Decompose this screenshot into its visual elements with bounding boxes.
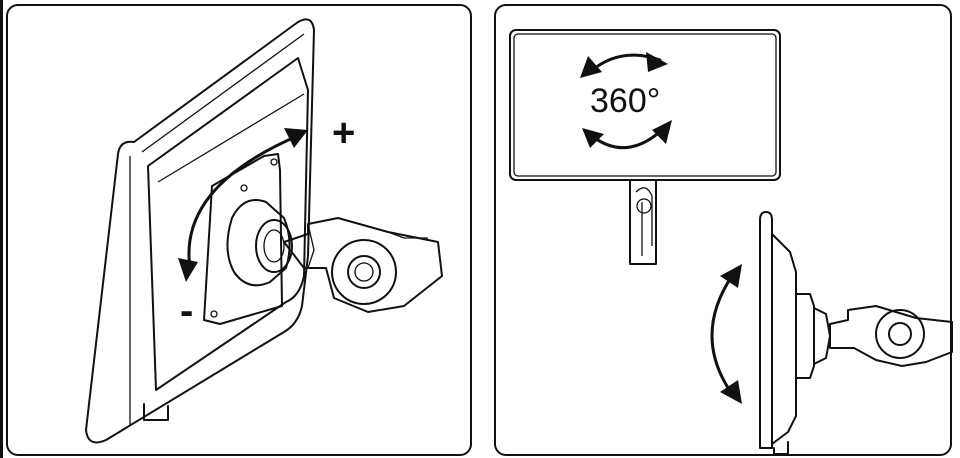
arm-joint bbox=[331, 239, 397, 305]
rotation-arrow-icon bbox=[582, 128, 604, 148]
swivel-arc bbox=[710, 274, 734, 396]
side-arm-joint-bolt bbox=[888, 322, 912, 346]
arm-joint-bolt-inner bbox=[354, 262, 374, 282]
mount-pole-detail bbox=[635, 187, 653, 256]
pole-knob bbox=[636, 198, 652, 214]
tilt-illustration-panel: + - bbox=[6, 4, 472, 456]
tilt-arc bbox=[187, 132, 304, 270]
monitor-side-foot bbox=[773, 441, 789, 455]
plate-screw-hole bbox=[240, 184, 248, 192]
tilt-arrow-down-icon bbox=[178, 258, 198, 282]
mount-pole-front bbox=[629, 179, 657, 265]
tilt-arrow-up-icon bbox=[284, 128, 308, 148]
rotation-label: 360° bbox=[590, 82, 660, 120]
plate-screw-hole bbox=[210, 310, 218, 318]
rotation-arrow-icon bbox=[652, 120, 672, 144]
monitor-bezel-line bbox=[129, 33, 305, 426]
tilt-minus-label: - bbox=[180, 289, 193, 333]
monitor-back-housing bbox=[147, 57, 309, 391]
monitor-foot bbox=[143, 403, 169, 421]
rotation-illustration: 360° bbox=[509, 29, 953, 455]
monitor-front-view bbox=[509, 29, 781, 181]
tilt-plus-label: + bbox=[332, 111, 355, 155]
arm-detail-line bbox=[307, 223, 428, 269]
side-arm-joint bbox=[875, 309, 925, 359]
tilt-illustration: + - bbox=[85, 18, 443, 444]
swivel-arrow-up-icon bbox=[720, 264, 742, 288]
rotation-arrow-icon bbox=[646, 52, 668, 72]
plate-screw-hole bbox=[270, 158, 278, 166]
vesa-mount-plate bbox=[203, 153, 283, 325]
monitor-back-inner-line bbox=[157, 93, 305, 183]
rotation-arc-bottom bbox=[590, 128, 664, 150]
monitor-front-bezel bbox=[513, 33, 777, 177]
side-mount-arm bbox=[829, 305, 953, 367]
monitor-side-profile bbox=[85, 18, 315, 444]
page-left-edge bbox=[0, 0, 3, 458]
rotation-arrow-icon bbox=[580, 56, 602, 78]
side-mount-hub bbox=[795, 293, 815, 379]
tilt-knob bbox=[226, 199, 291, 287]
knob-cap-inner bbox=[263, 229, 285, 263]
rotation-illustration-panel: 360° bbox=[494, 4, 953, 456]
swivel-arrow-down-icon bbox=[720, 380, 742, 404]
arm-joint-bolt bbox=[347, 255, 381, 289]
monitor-side-back bbox=[771, 233, 797, 445]
monitor-side-view bbox=[759, 211, 773, 449]
knob-cap bbox=[255, 219, 293, 273]
side-mount-knob bbox=[813, 307, 831, 365]
